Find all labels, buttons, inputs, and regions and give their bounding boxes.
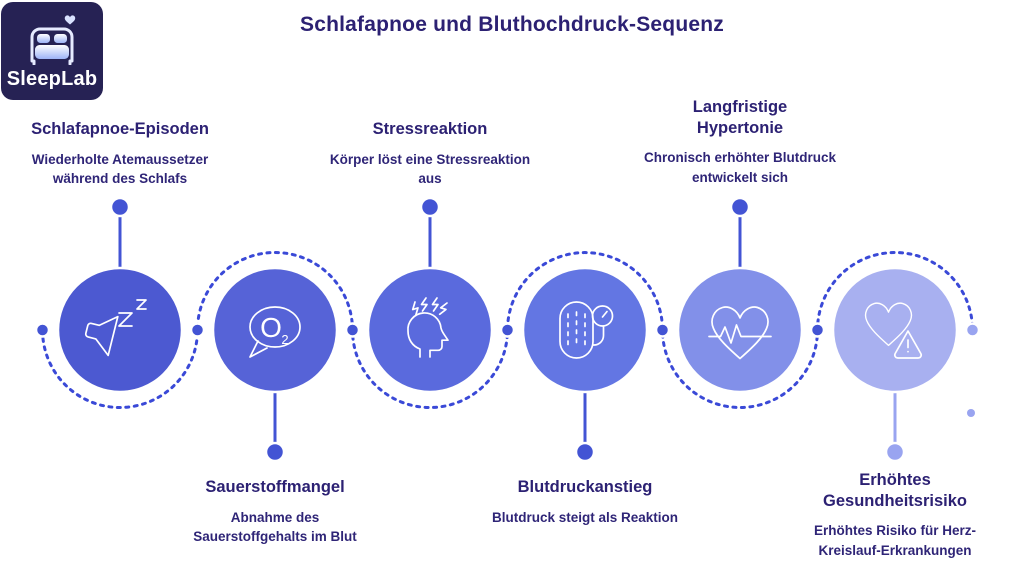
bed-icon xyxy=(30,15,76,65)
timeline-node-dot xyxy=(809,322,826,338)
svg-text:O: O xyxy=(260,312,282,343)
timeline-node-dot xyxy=(654,322,671,338)
timeline-node-dot xyxy=(189,322,206,338)
step-circle xyxy=(831,266,959,394)
timeline-node-dot xyxy=(499,322,516,338)
blood-pressure-monitor-icon xyxy=(559,301,614,359)
heart-warning-icon xyxy=(864,302,923,359)
step-connector-dot xyxy=(419,196,441,218)
step-description: Wiederholte Atemaussetzer während des Sc… xyxy=(31,151,209,187)
step-label-block: Erhöhtes Gesundheitsrisiko Erhöhtes Risi… xyxy=(775,470,1015,560)
step-label-block: Stressreaktion Körper löst eine Stressre… xyxy=(310,119,550,189)
step-title: Sauerstoffmangel xyxy=(205,478,345,496)
step-description: Chronisch erhöhter Blutdruck entwickelt … xyxy=(643,150,837,185)
step-connector-dot xyxy=(109,196,131,218)
step-description: Erhöhtes Risiko für Herz- Kreislauf-Erkr… xyxy=(813,523,977,558)
step-circle xyxy=(521,266,649,394)
step-title: Erhöhtes Gesundheitsrisiko xyxy=(823,471,967,510)
heart-accent-icon xyxy=(64,15,76,25)
step-title: Langfristige Hypertonie xyxy=(692,98,788,137)
step-label-block: Langfristige Hypertonie Chronisch erhöht… xyxy=(620,97,860,187)
heart-pulse-icon xyxy=(708,306,772,360)
step-title: Blutdruckanstieg xyxy=(517,478,653,496)
svg-text:2: 2 xyxy=(281,332,288,347)
stressed-head-icon xyxy=(407,297,449,358)
step-circle xyxy=(676,266,804,394)
step-label-block: Blutdruckanstieg Blutdruck steigt als Re… xyxy=(465,477,705,527)
step-description: Abnahme des Sauerstoffgehalts im Blut xyxy=(193,509,357,545)
step-connector-dot xyxy=(264,441,286,463)
step-circle xyxy=(211,266,339,394)
oxygen-bubble-icon: O 2 xyxy=(249,306,301,358)
step-connector-dot xyxy=(884,441,906,463)
step-connector-dot xyxy=(574,441,596,463)
step-connector-dot xyxy=(729,196,751,218)
timeline-node-dot xyxy=(964,322,981,338)
timeline-node-dot xyxy=(34,322,51,338)
step-label-block: Sauerstoffmangel Abnahme des Sauerstoffg… xyxy=(155,477,395,547)
step-circle xyxy=(56,266,184,394)
page-title: Schlafapnoe und Bluthochdruck-Sequenz xyxy=(300,13,724,36)
timeline-node-dot xyxy=(344,322,361,338)
step-label-block: Schlafapnoe-Episoden Wiederholte Atemaus… xyxy=(0,119,240,189)
logo-brand-text: SleepLab xyxy=(6,68,98,90)
step-circle xyxy=(366,266,494,394)
step-title: Stressreaktion xyxy=(372,120,488,138)
step-description: Blutdruck steigt als Reaktion xyxy=(491,509,679,525)
step-title: Schlafapnoe-Episoden xyxy=(31,120,209,138)
sleeplab-logo: SleepLab xyxy=(1,2,103,100)
fade-dot xyxy=(967,409,975,417)
snoring-speaker-icon xyxy=(84,299,147,357)
step-description: Körper löst eine Stressreaktion aus xyxy=(329,151,531,187)
